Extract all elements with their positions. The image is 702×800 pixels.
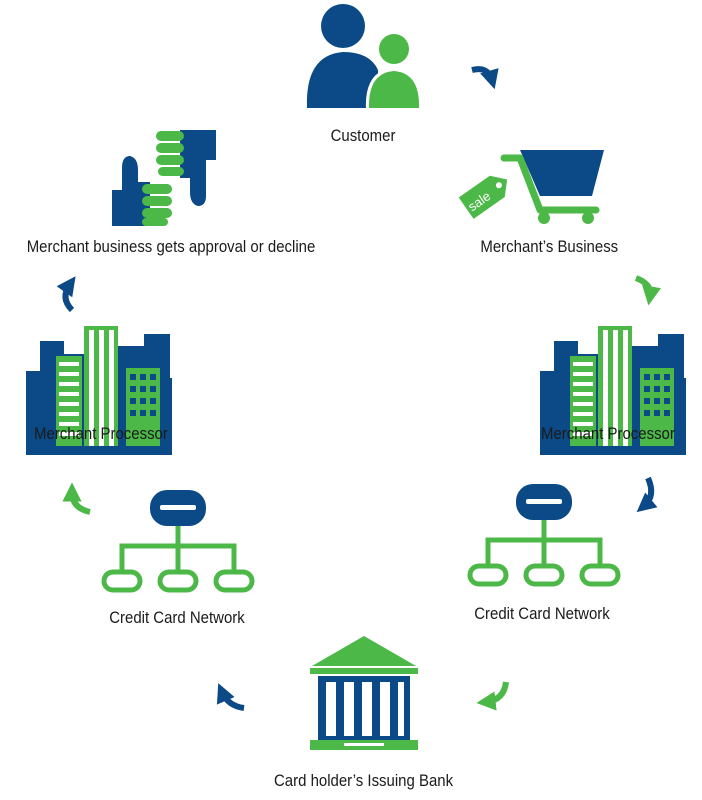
credit-card-network-left-label: Credit Card Network: [109, 608, 245, 627]
arrow-bank-to-network: [216, 683, 245, 711]
approval-label: Merchant business gets approval or decli…: [26, 237, 316, 256]
arrow-processor-to-network: [636, 476, 658, 513]
customer-label: Customer: [330, 126, 396, 145]
credit-card-network-right-label: Credit Card Network: [474, 604, 610, 623]
merchant-processor-left-label: Merchant Processor: [34, 424, 168, 443]
arrow-network-to-bank: [476, 681, 509, 711]
arrow-customer-to-business: [471, 66, 499, 90]
merchant-business-label: Merchant’s Business: [480, 237, 619, 256]
arrow-business-to-processor: [634, 275, 662, 306]
arrow-processor-to-approval: [56, 276, 76, 313]
arrow-network-to-processor: [62, 482, 91, 515]
merchant-processor-right-label: Merchant Processor: [541, 424, 675, 443]
issuing-bank-label: Card holder’s Issuing Bank: [274, 771, 454, 790]
